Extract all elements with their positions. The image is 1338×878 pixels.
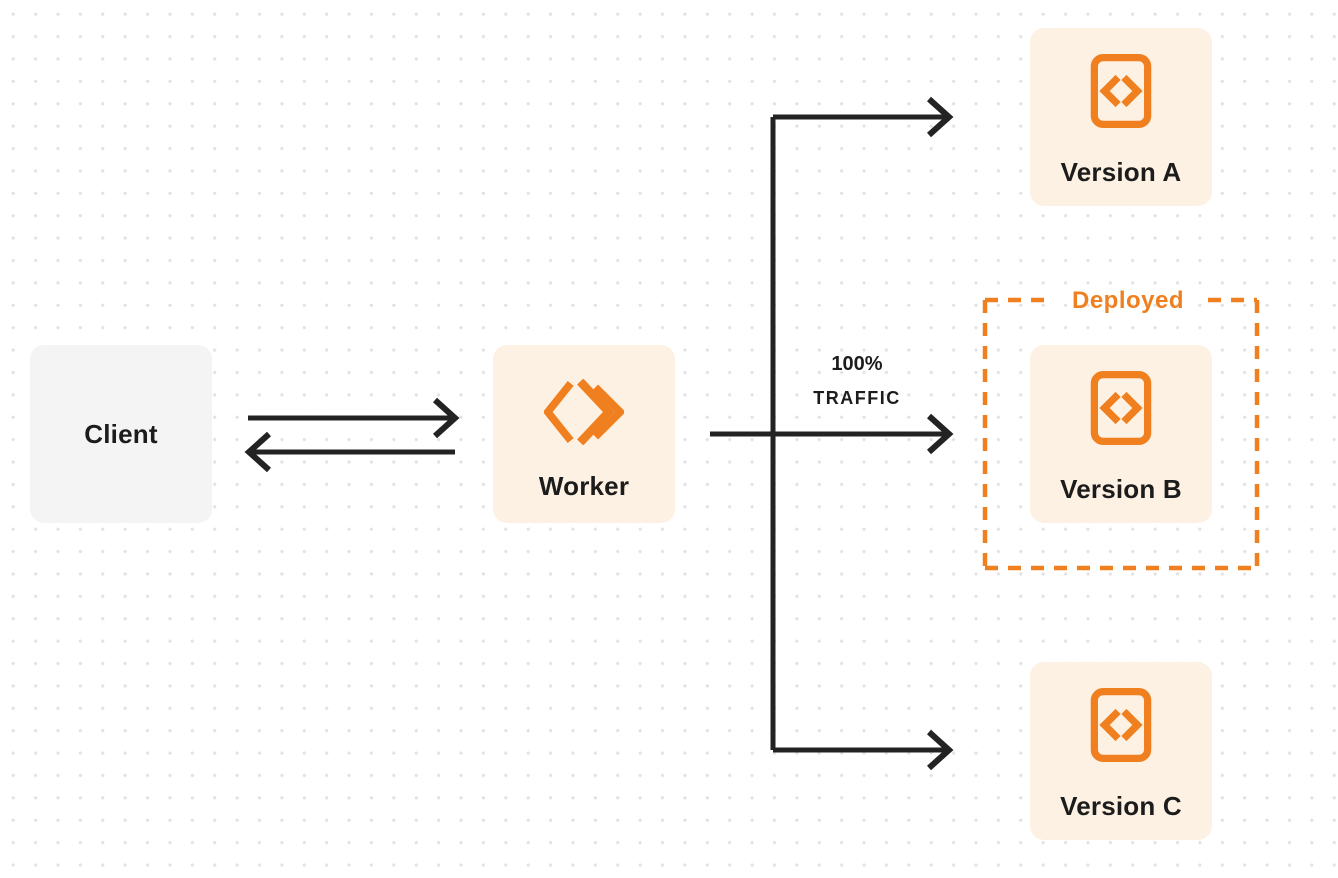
- code-file-icon: [1090, 370, 1152, 446]
- code-file-icon: [1090, 687, 1152, 763]
- traffic-percent: 100%: [831, 353, 883, 375]
- version-c-label: Version C: [1060, 791, 1182, 821]
- deployed-badge: Deployed: [1071, 287, 1185, 314]
- arrowhead-left-worker-client: [244, 431, 272, 473]
- client-label: Client: [84, 418, 158, 449]
- arrowhead-version-b: [926, 413, 954, 455]
- arrowhead-version-a: [926, 96, 954, 138]
- arrowhead-version-c: [926, 729, 954, 771]
- version-b-node: Version B: [1030, 345, 1212, 523]
- version-a-label: Version A: [1060, 157, 1182, 187]
- worker-label: Worker: [538, 471, 630, 501]
- version-b-label: Version B: [1060, 474, 1182, 504]
- version-a-node: Version A: [1030, 28, 1212, 206]
- code-file-icon: [1090, 53, 1152, 129]
- traffic-label: 100% TRAFFIC: [813, 347, 900, 415]
- version-c-node: Version C: [1030, 662, 1212, 840]
- client-node: Client: [30, 345, 212, 523]
- traffic-word: TRAFFIC: [813, 388, 901, 408]
- worker-node: Worker: [493, 345, 675, 523]
- workers-chevron-icon: [544, 379, 624, 445]
- arrowhead-right-client-worker: [432, 397, 460, 439]
